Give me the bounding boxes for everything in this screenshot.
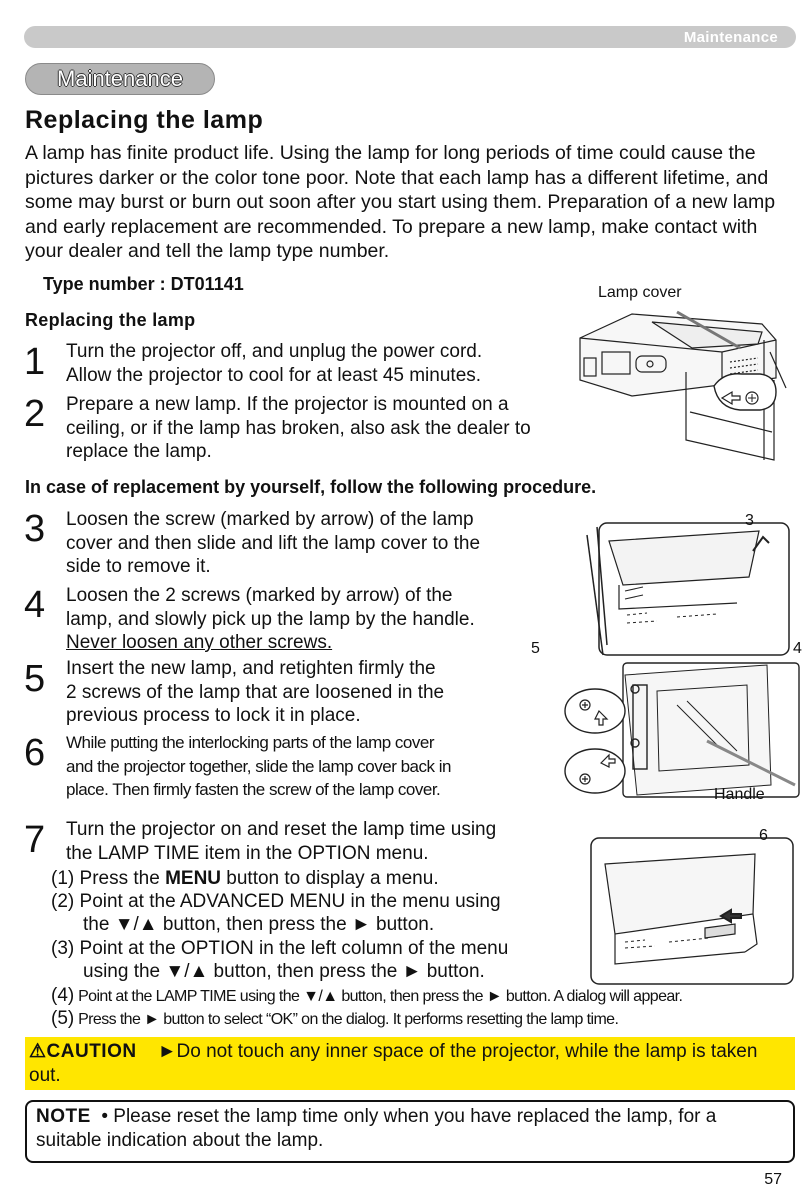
step-line: Turn the projector off, and unplug the p… xyxy=(66,341,483,362)
step-2-text: Prepare a new lamp. If the projector is … xyxy=(66,393,531,464)
step-line: cover and then slide and lift the lamp c… xyxy=(66,532,481,554)
replacement-note: In case of replacement by yourself, foll… xyxy=(25,477,597,497)
note-box xyxy=(25,1100,795,1163)
step-line: Loosen the 2 screws (marked by arrow) of… xyxy=(66,585,453,606)
step-line: previous process to lock it in place. xyxy=(66,705,361,726)
substep-number: (3) xyxy=(51,938,75,959)
step-number: 6 xyxy=(24,732,46,774)
step-number: 3 xyxy=(24,508,46,550)
header-bar xyxy=(24,26,796,48)
substep-text: Point at the OPTION in the left column o… xyxy=(79,938,509,959)
step-line: 2 screws of the lamp that are loosened i… xyxy=(66,681,445,703)
lamp-cover-label: Lamp cover xyxy=(598,284,682,301)
warning-underline: Never loosen any other screws. xyxy=(66,632,333,653)
substep-1: (1) Press the MENU button to display a m… xyxy=(51,867,439,891)
step-number: 2 xyxy=(24,393,46,435)
step-line: ceiling, or if the lamp has broken, also… xyxy=(66,417,531,439)
step-line: Insert the new lamp, and retighten firml… xyxy=(66,658,436,679)
page-title: Replacing the lamp xyxy=(25,106,264,134)
step-number: 7 xyxy=(24,819,46,861)
step-number: 1 xyxy=(24,341,46,383)
figure-step-label: 5 xyxy=(531,640,540,657)
step-line: Loosen the screw (marked by arrow) of th… xyxy=(66,509,474,530)
step-line: place. Then firmly fasten the screw of t… xyxy=(66,780,441,799)
substep-5: (5) Press the ► button to select “OK” on… xyxy=(51,1007,619,1032)
caution-text: ⚠CAUTION ►Do not touch any inner space o… xyxy=(29,1040,789,1087)
substep-4: (4) Point at the LAMP TIME using the ▼/▲… xyxy=(51,984,683,1009)
step-line: Turn the projector on and reset the lamp… xyxy=(66,819,497,840)
step-line: Prepare a new lamp. If the projector is … xyxy=(66,394,509,415)
type-number: Type number : DT01141 xyxy=(43,274,244,294)
menu-keyword: MENU xyxy=(165,868,222,889)
note-text: NOTE • Please reset the lamp time only w… xyxy=(36,1105,786,1152)
figure-step-label: 4 xyxy=(793,640,802,657)
screw-callout-bubble xyxy=(713,373,777,411)
substep-number: (5) xyxy=(51,1008,75,1029)
figure-step-label: 6 xyxy=(759,827,768,844)
step-6-text: While putting the interlocking parts of … xyxy=(66,731,451,802)
substep-text: Point at the LAMP TIME using the ▼/▲ but… xyxy=(78,988,683,1005)
step-line: side to remove it. xyxy=(66,556,211,577)
page-number: 57 xyxy=(764,1171,782,1188)
note-label: NOTE xyxy=(36,1106,91,1127)
step-line: and the projector together, slide the la… xyxy=(66,756,451,776)
header-label: Maintenance xyxy=(683,29,778,46)
procedure-heading: Replacing the lamp xyxy=(25,310,196,330)
caution-box xyxy=(25,1037,795,1090)
step-line: the LAMP TIME item in the OPTION menu. xyxy=(66,842,429,864)
substep-3-cont: using the ▼/▲ button, then press the ► b… xyxy=(83,961,485,982)
step-number: 4 xyxy=(24,584,46,626)
substep-3: (3) Point at the OPTION in the left colu… xyxy=(51,937,508,961)
substep-number: (1) xyxy=(51,868,75,889)
step-4-text: Loosen the 2 screws (marked by arrow) of… xyxy=(66,584,475,655)
figure-step-label: 3 xyxy=(745,512,754,529)
lamp-removal-illustration: 3 5 4 xyxy=(531,512,802,798)
note-message: • Please reset the lamp time only when y… xyxy=(36,1106,717,1151)
substep-2: (2) Point at the ADVANCED MENU in the me… xyxy=(51,890,501,914)
substep-number: (2) xyxy=(51,891,75,912)
step-3-text: Loosen the screw (marked by arrow) of th… xyxy=(66,508,480,579)
screw-callout-bubble xyxy=(564,688,626,794)
section-tab: Maintenance xyxy=(25,63,215,95)
step-number: 5 xyxy=(24,658,46,700)
projector-lamp-cover-illustration xyxy=(579,310,787,461)
caution-message: ►Do not touch any inner space of the pro… xyxy=(29,1041,758,1086)
step-5-text: Insert the new lamp, and retighten firml… xyxy=(66,657,444,728)
substep-2-cont: the ▼/▲ button, then press the ► button. xyxy=(83,914,435,935)
substep-text: button to display a menu. xyxy=(221,868,439,889)
substep-text: Press the xyxy=(79,868,166,889)
handle-label: Handle xyxy=(714,786,765,803)
step-line: lamp, and slowly pick up the lamp by the… xyxy=(66,608,475,630)
intro-paragraph: A lamp has finite product life. Using th… xyxy=(25,142,776,262)
step-line: While putting the interlocking parts of … xyxy=(66,733,434,752)
step-7-text: Turn the projector on and reset the lamp… xyxy=(66,818,496,865)
step-line: Allow the projector to cool for at least… xyxy=(66,364,482,386)
step-line: replace the lamp. xyxy=(66,441,212,462)
substep-text: Point at the ADVANCED MENU in the menu u… xyxy=(79,891,501,912)
substep-text: Press the ► button to select “OK” on the… xyxy=(78,1011,619,1028)
caution-label: ⚠CAUTION xyxy=(29,1041,137,1062)
step-1-text: Turn the projector off, and unplug the p… xyxy=(66,340,482,387)
lamp-cover-reattach-illustration: 6 xyxy=(590,827,794,985)
substep-number: (4) xyxy=(51,985,75,1006)
